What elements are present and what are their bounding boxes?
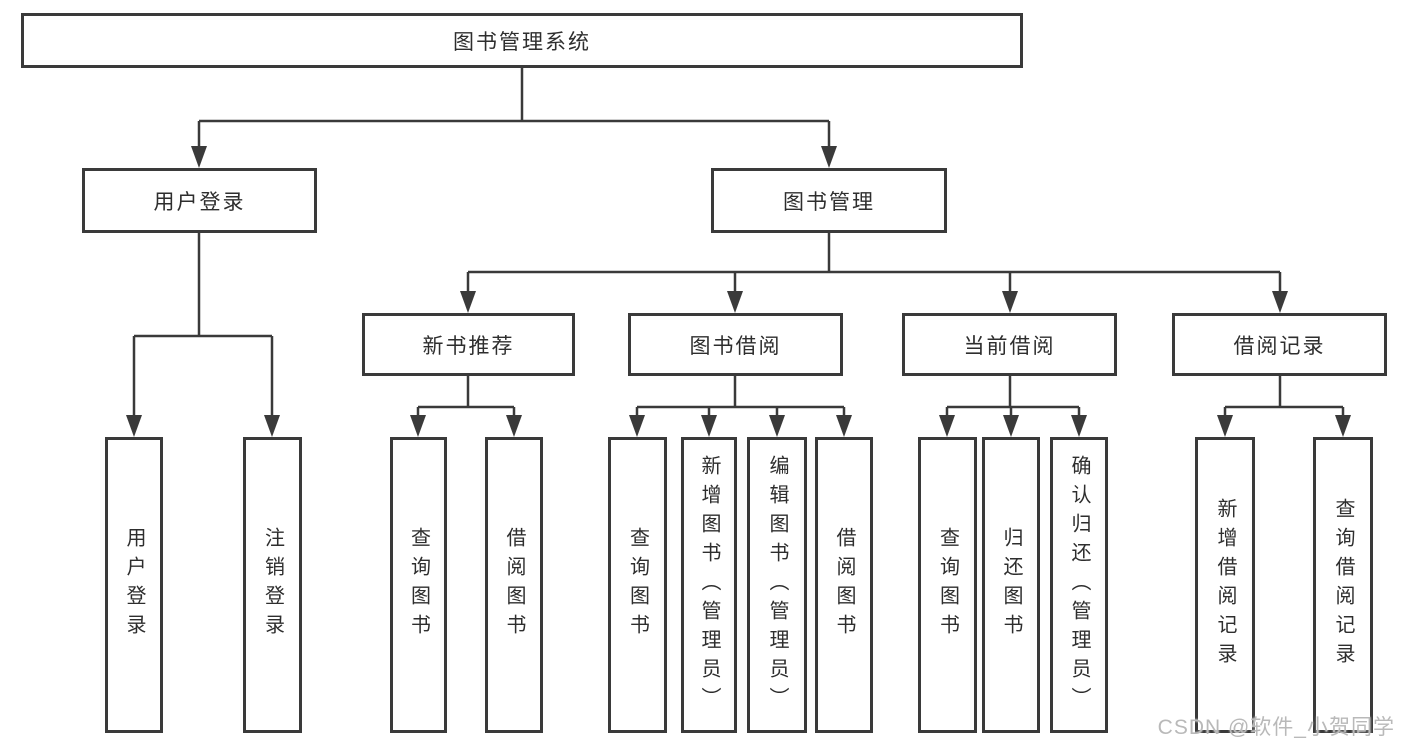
leaf-edit-book-admin: 编辑图书（管理员） <box>747 437 807 733</box>
node-label: 新增借阅记录 <box>1214 498 1236 672</box>
arrow-down-icon <box>1217 415 1233 437</box>
leaf-borrow-books-borrowing: 借阅图书 <box>815 437 873 733</box>
leaf-add-borrowing-record: 新增借阅记录 <box>1195 437 1255 733</box>
edge-borrowing-records-to-leaves <box>1223 376 1345 419</box>
node-label: 图书管理 <box>783 190 875 214</box>
node-label: 借阅图书 <box>833 527 855 643</box>
arrow-down-icon <box>191 146 207 168</box>
arrow-down-icon <box>836 415 852 437</box>
leaf-return-books: 归还图书 <box>982 437 1040 733</box>
arrow-down-icon <box>506 415 522 437</box>
leaf-add-book-admin: 新增图书（管理员） <box>681 437 737 733</box>
arrow-down-icon <box>629 415 645 437</box>
arrow-down-icon <box>1335 415 1351 437</box>
leaf-user-login: 用户登录 <box>105 437 163 733</box>
arrow-down-icon <box>821 146 837 168</box>
node-label: 归还图书 <box>1000 527 1022 643</box>
node-label: 查询图书 <box>626 527 649 643</box>
node-label: 新增图书（管理员） <box>698 454 720 716</box>
node-book-management: 图书管理 <box>711 168 947 233</box>
node-label: 查询借阅记录 <box>1332 498 1354 672</box>
watermark-csdn: CSDN @软件_小贺同学 <box>1157 716 1395 739</box>
arrow-down-icon <box>1002 291 1018 313</box>
leaf-query-books-newbook: 查询图书 <box>390 437 447 733</box>
arrow-down-icon <box>264 415 280 437</box>
edge-root-to-level2 <box>197 68 831 150</box>
arrow-down-icon <box>126 415 142 437</box>
node-library-system: 图书管理系统 <box>21 13 1023 68</box>
arrow-down-icon <box>460 291 476 313</box>
edge-current-borrowing-to-leaves <box>945 376 1081 419</box>
arrow-down-icon <box>1003 415 1019 437</box>
arrow-down-icon <box>1071 415 1087 437</box>
node-new-book-recommendation: 新书推荐 <box>362 313 575 376</box>
leaf-query-borrowing-record: 查询借阅记录 <box>1313 437 1373 733</box>
node-label: 确认归还（管理员） <box>1068 454 1090 716</box>
node-label: 当前借阅 <box>963 334 1056 358</box>
node-label: 查询图书 <box>936 527 959 643</box>
node-label: 查询图书 <box>407 527 430 643</box>
leaf-query-books-borrowing: 查询图书 <box>608 437 667 733</box>
node-label: 新书推荐 <box>422 334 515 358</box>
node-label: 注销登录 <box>261 527 284 643</box>
leaf-confirm-return-admin: 确认归还（管理员） <box>1050 437 1108 733</box>
node-user-login: 用户登录 <box>82 168 317 233</box>
arrow-down-icon <box>769 415 785 437</box>
node-label: 图书管理系统 <box>453 30 591 54</box>
arrow-down-icon <box>727 291 743 313</box>
edge-book-management-to-level3 <box>466 233 1282 295</box>
node-label: 借阅记录 <box>1233 334 1326 358</box>
node-label: 图书借阅 <box>689 334 782 358</box>
arrow-down-icon <box>410 415 426 437</box>
node-book-borrowing: 图书借阅 <box>628 313 843 376</box>
edge-user-login-to-leaves <box>132 233 274 417</box>
node-label: 用户登录 <box>153 190 246 214</box>
node-label: 用户登录 <box>123 527 145 643</box>
node-label: 借阅图书 <box>503 527 525 643</box>
arrow-down-icon <box>701 415 717 437</box>
node-current-borrowing: 当前借阅 <box>902 313 1117 376</box>
leaf-logout: 注销登录 <box>243 437 302 733</box>
arrow-down-icon <box>939 415 955 437</box>
node-borrowing-records: 借阅记录 <box>1172 313 1387 376</box>
leaf-borrow-books-newbook: 借阅图书 <box>485 437 543 733</box>
edge-new-book-to-leaves <box>416 376 516 419</box>
leaf-query-books-current: 查询图书 <box>918 437 977 733</box>
arrow-down-icon <box>1272 291 1288 313</box>
edge-book-borrowing-to-leaves <box>635 376 846 419</box>
arrowhead-icons <box>126 146 1351 437</box>
node-label: 编辑图书（管理员） <box>766 454 788 716</box>
